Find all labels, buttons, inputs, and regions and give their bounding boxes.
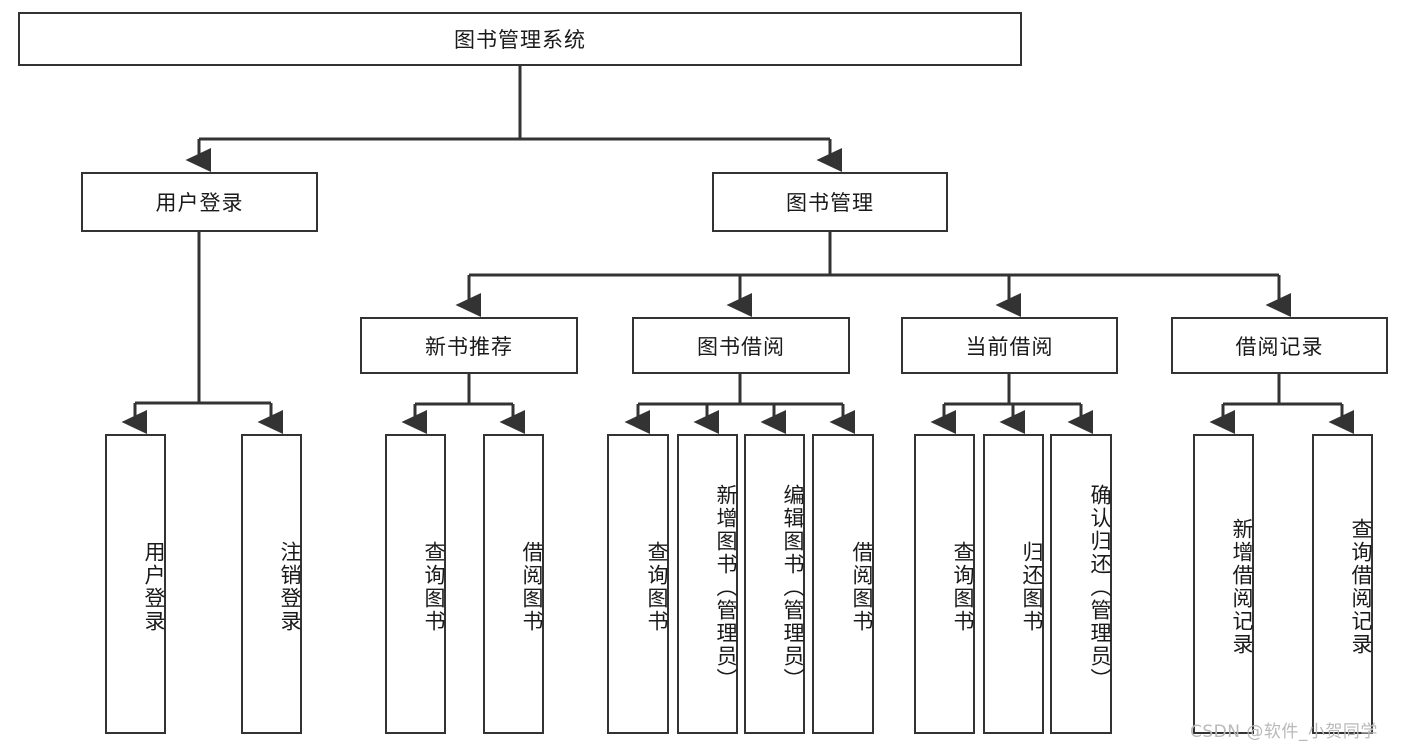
node-leaf-query-book-3[interactable]: 查询图书 (914, 434, 975, 734)
node-leaf-user-login[interactable]: 用户登录 (105, 434, 166, 734)
csdn-watermark: CSDN @软件_小贺同学 (1190, 722, 1378, 742)
node-leaf-return-book[interactable]: 归还图书 (983, 434, 1044, 734)
node-current-borrow[interactable]: 当前借阅 (901, 317, 1118, 374)
node-leaf-confirm-return[interactable]: 确认归还（管理员） (1050, 434, 1112, 734)
node-leaf-logout-label: 注销登录 (278, 541, 302, 633)
node-leaf-add-book[interactable]: 新增图书（管理员） (677, 434, 738, 734)
node-current-borrow-label: 当前借阅 (965, 334, 1054, 359)
node-leaf-borrow-book-1[interactable]: 借阅图书 (483, 434, 544, 734)
node-leaf-confirm-return-label: 确认归还（管理员） (1088, 483, 1112, 691)
node-leaf-query-book-2[interactable]: 查询图书 (607, 434, 669, 734)
node-book-borrow-label: 图书借阅 (697, 334, 785, 359)
node-leaf-query-record-label: 查询借阅记录 (1349, 518, 1373, 656)
node-root-label: 图书管理系统 (454, 28, 586, 52)
node-user-login[interactable]: 用户登录 (81, 172, 318, 232)
node-leaf-borrow-book-1-label: 借阅图书 (520, 541, 544, 633)
node-leaf-query-book-3-label: 查询图书 (951, 541, 975, 633)
node-leaf-edit-book[interactable]: 编辑图书（管理员） (744, 434, 805, 734)
node-leaf-add-record[interactable]: 新增借阅记录 (1193, 434, 1254, 734)
node-book-manage-label: 图书管理 (786, 191, 874, 215)
node-leaf-edit-book-label: 编辑图书（管理员） (781, 483, 805, 691)
node-borrow-record-label: 借阅记录 (1235, 334, 1324, 359)
node-leaf-add-record-label: 新增借阅记录 (1230, 518, 1254, 656)
node-borrow-record[interactable]: 借阅记录 (1171, 317, 1388, 374)
node-book-manage[interactable]: 图书管理 (712, 172, 948, 232)
node-leaf-add-book-label: 新增图书（管理员） (714, 483, 738, 691)
node-book-borrow[interactable]: 图书借阅 (632, 317, 850, 374)
node-leaf-borrow-book-2-label: 借阅图书 (850, 541, 874, 633)
node-leaf-user-login-label: 用户登录 (142, 541, 166, 633)
node-root[interactable]: 图书管理系统 (18, 12, 1022, 66)
node-leaf-borrow-book-2[interactable]: 借阅图书 (812, 434, 874, 734)
node-user-login-label: 用户登录 (155, 191, 244, 215)
node-leaf-query-book-2-label: 查询图书 (645, 541, 669, 633)
node-leaf-return-book-label: 归还图书 (1020, 541, 1044, 633)
node-leaf-query-record[interactable]: 查询借阅记录 (1312, 434, 1373, 734)
node-leaf-query-book-1[interactable]: 查询图书 (385, 434, 446, 734)
node-leaf-logout[interactable]: 注销登录 (241, 434, 302, 734)
node-new-book-recommend[interactable]: 新书推荐 (360, 317, 578, 374)
node-new-book-recommend-label: 新书推荐 (425, 334, 513, 359)
node-leaf-query-book-1-label: 查询图书 (422, 541, 446, 633)
